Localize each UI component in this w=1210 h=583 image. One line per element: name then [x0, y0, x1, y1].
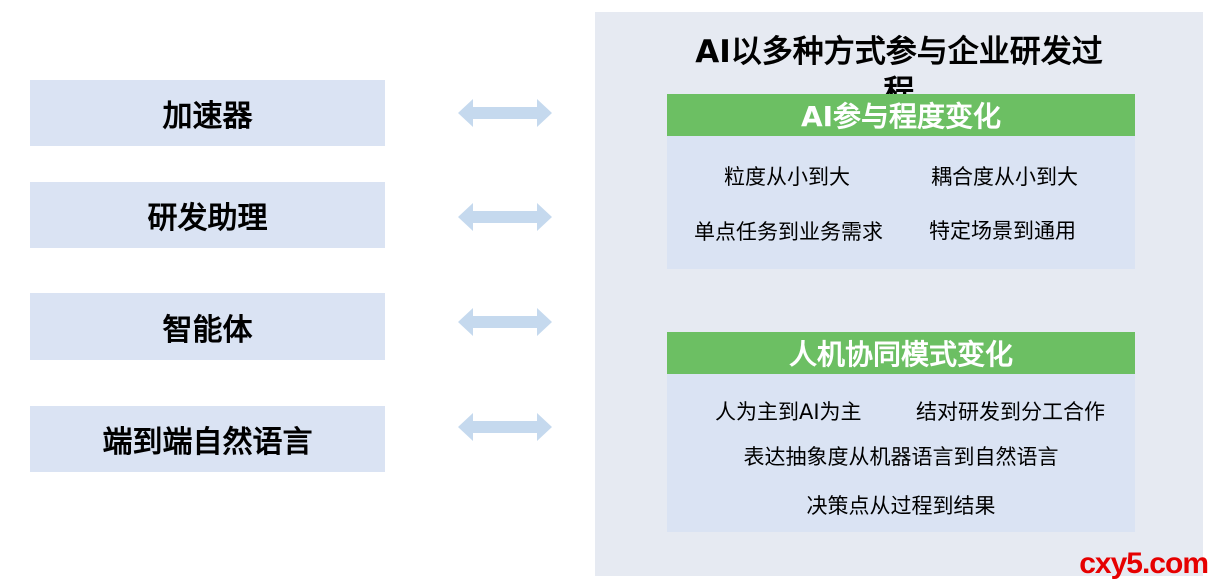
card-item: 决策点从过程到结果 — [806, 494, 996, 518]
double-arrow-icon — [458, 308, 552, 336]
card-item: 表达抽象度从机器语言到自然语言 — [743, 445, 1059, 469]
left-box-accelerator: 加速器 — [30, 80, 385, 146]
card-item: 耦合度从小到大 — [931, 165, 1078, 189]
card-human-ai-collaboration: 人机协同模式变化 人为主到AI为主 结对研发到分工合作 表达抽象度从机器语言到自… — [667, 332, 1135, 532]
watermark: cxy5.com — [1079, 547, 1209, 580]
card-header: 人机协同模式变化 — [667, 332, 1135, 374]
card-item: 单点任务到业务需求 — [694, 220, 883, 244]
left-box-dev-assistant: 研发助理 — [30, 182, 385, 248]
left-box-agent: 智能体 — [30, 293, 385, 360]
double-arrow-icon — [458, 203, 552, 231]
card-header: AI参与程度变化 — [667, 94, 1135, 136]
card-item: 特定场景到通用 — [929, 219, 1076, 243]
card-item: 人为主到AI为主 — [715, 400, 862, 424]
card-ai-participation: AI参与程度变化 粒度从小到大 耦合度从小到大 单点任务到业务需求 特定场景到通… — [667, 94, 1135, 269]
double-arrow-icon — [458, 413, 552, 441]
double-arrow-icon — [458, 99, 552, 127]
card-item: 结对研发到分工合作 — [916, 400, 1105, 424]
right-panel: AI以多种方式参与企业研发过程 AI参与程度变化 粒度从小到大 耦合度从小到大 … — [595, 12, 1203, 576]
left-box-end-to-end-natural-language: 端到端自然语言 — [30, 406, 385, 472]
panel-title: AI以多种方式参与企业研发过程 — [695, 34, 1103, 110]
card-item: 粒度从小到大 — [724, 165, 850, 189]
